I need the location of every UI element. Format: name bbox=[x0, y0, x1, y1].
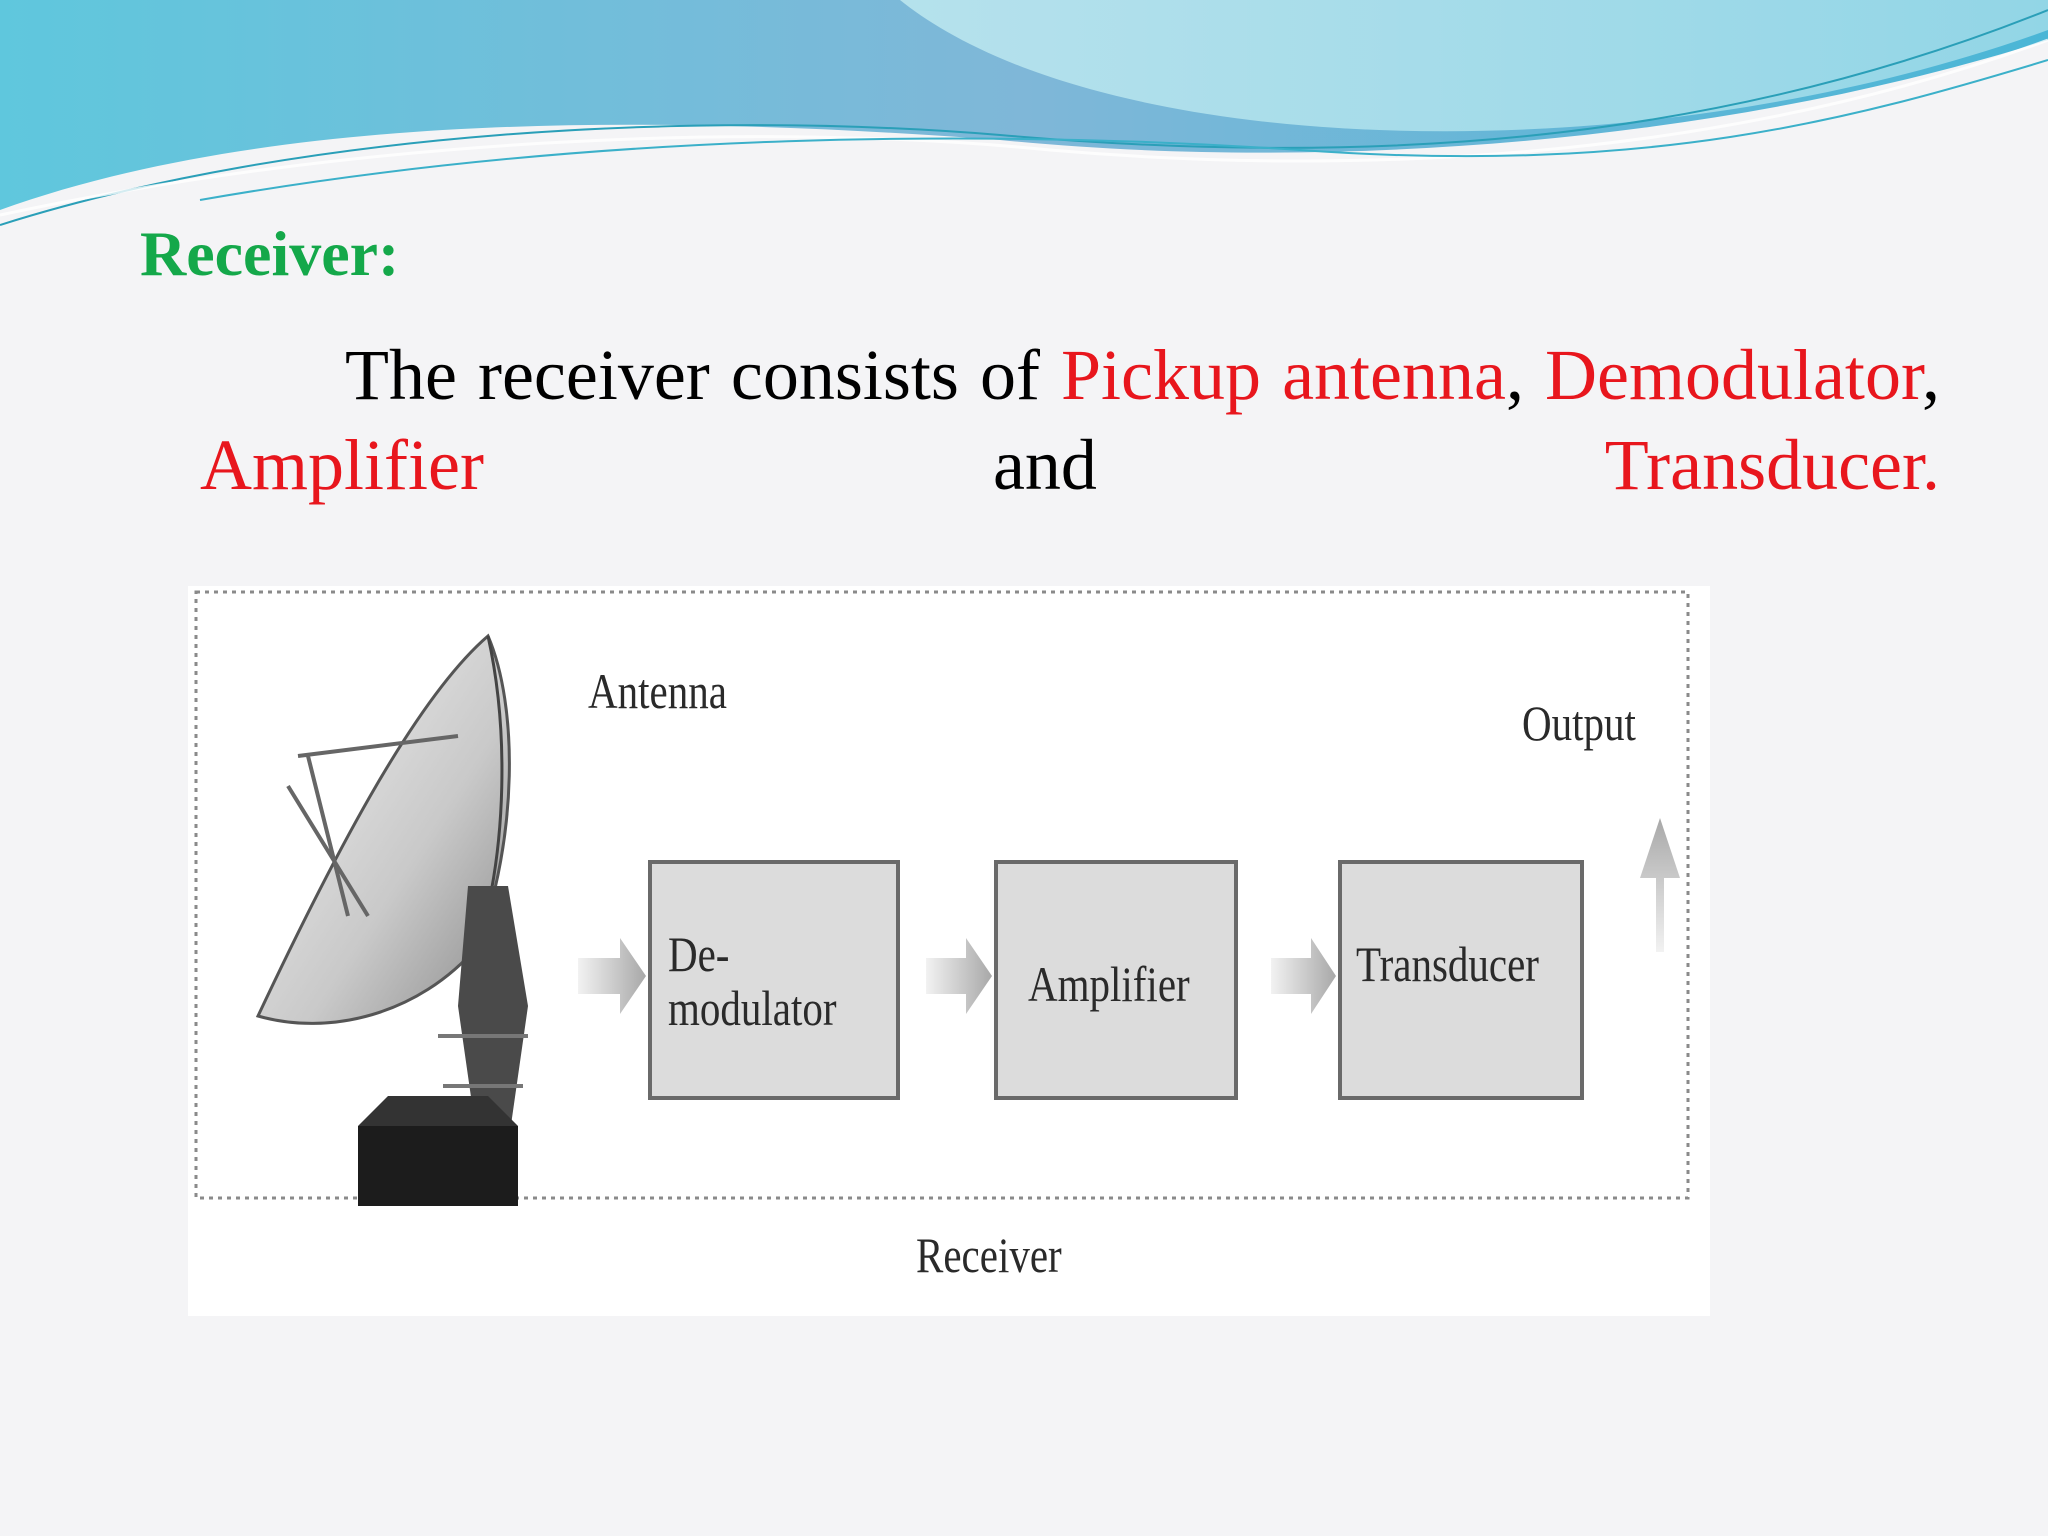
comma: , bbox=[1922, 335, 1940, 415]
amplifier-label: Amplifier bbox=[1028, 958, 1190, 1011]
term-pickup: Pickup bbox=[1061, 335, 1261, 415]
comma: , bbox=[1506, 335, 1524, 415]
term-demodulator: Demodulator bbox=[1545, 335, 1922, 415]
word: The bbox=[345, 335, 457, 415]
wave-banner bbox=[0, 0, 2048, 240]
slide-paragraph: The receiver consists of Pickup antenna,… bbox=[200, 330, 1940, 510]
arrow-output bbox=[1640, 818, 1680, 952]
demodulator-label-line1: De- bbox=[668, 928, 729, 981]
dish-antenna-icon bbox=[258, 636, 528, 1206]
antenna-label: Antenna bbox=[588, 666, 727, 716]
term-antenna-group: antenna, bbox=[1282, 335, 1524, 415]
arrow-demodulator-to-amplifier bbox=[926, 938, 992, 1014]
arrow-amplifier-to-transducer bbox=[1271, 938, 1336, 1014]
receiver-label: Receiver bbox=[916, 1230, 1062, 1280]
term-amplifier: Amplifier bbox=[200, 425, 484, 505]
term-transducer: Transducer. bbox=[1605, 425, 1940, 505]
arrow-antenna-to-demodulator bbox=[578, 938, 646, 1014]
word: of bbox=[980, 335, 1040, 415]
receiver-diagram: Antenna Output De- modulator Amplifier T… bbox=[188, 586, 1710, 1316]
output-label: Output bbox=[1522, 698, 1636, 748]
demodulator-label-line2: modulator bbox=[668, 982, 837, 1035]
word: receiver bbox=[478, 335, 710, 415]
term-antenna: antenna bbox=[1282, 335, 1506, 415]
word: and bbox=[993, 425, 1097, 505]
term-demodulator-group: Demodulator, bbox=[1545, 335, 1940, 415]
slide-heading: Receiver: bbox=[140, 222, 399, 286]
word: consists bbox=[731, 335, 959, 415]
transducer-label: Transducer bbox=[1356, 938, 1539, 991]
